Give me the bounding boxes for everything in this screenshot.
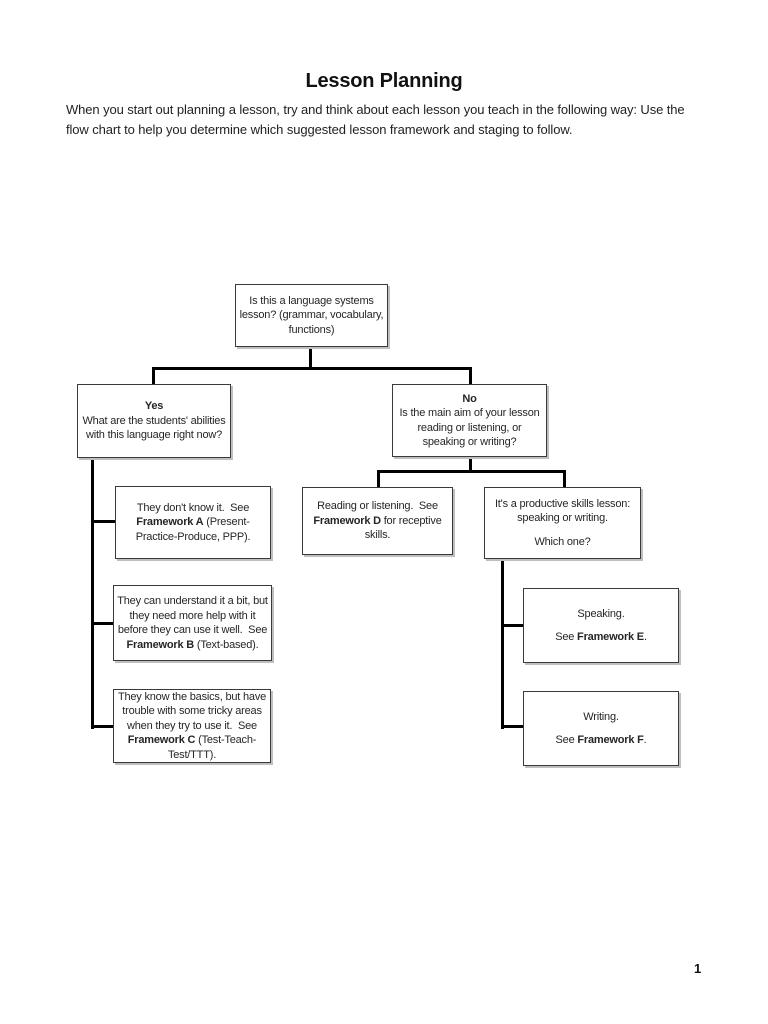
page-title: Lesson Planning: [305, 70, 463, 92]
connector-line: [93, 520, 115, 523]
flow-box-writing-line1: Writing.: [583, 710, 619, 723]
flow-box-framework-c-text: They know the basics, but have trouble w…: [117, 690, 267, 761]
flow-box-framework-a: They don't know it. See Framework A (Pre…: [115, 486, 271, 559]
flow-box-productive-line2: Which one?: [534, 535, 591, 548]
flow-box-start: Is this a language systems lesson? (gram…: [235, 284, 388, 347]
flow-box-no-text: Is the main aim of your lesson reading o…: [399, 407, 540, 448]
connector-line: [469, 456, 472, 473]
flow-box-writing: Writing. See Framework F.: [523, 691, 679, 766]
flow-box-framework-c: They know the basics, but have trouble w…: [113, 689, 271, 763]
flow-box-writing-line2: See Framework F.: [555, 734, 647, 746]
connector-line: [93, 622, 115, 625]
connector-line: [501, 558, 504, 729]
connector-line: [152, 367, 155, 385]
flow-box-speaking-line2: See Framework E.: [555, 631, 647, 643]
flow-box-no: No Is the main aim of your lesson readin…: [392, 384, 547, 457]
connector-line: [503, 725, 523, 728]
flow-box-speaking-line1: Speaking.: [577, 607, 625, 620]
connector-line: [152, 367, 472, 370]
flow-box-yes-text: What are the students' abilities with th…: [82, 414, 226, 442]
flow-box-yes: Yes What are the students' abilities wit…: [77, 384, 231, 458]
flow-box-productive-line1: It's a productive skills lesson: speakin…: [494, 497, 631, 525]
connector-line: [563, 470, 566, 487]
flow-box-speaking: Speaking. See Framework E.: [523, 588, 679, 663]
flow-box-start-text: Is this a language systems lesson? (gram…: [239, 294, 384, 336]
connector-line: [309, 347, 312, 370]
connector-line: [503, 624, 523, 627]
connector-line: [91, 457, 94, 729]
connector-line: [469, 367, 472, 385]
connector-line: [93, 725, 115, 728]
connector-line: [377, 470, 566, 473]
flow-box-productive: It's a productive skills lesson: speakin…: [484, 487, 641, 559]
flow-box-framework-d-text: Reading or listening. See Framework D fo…: [313, 500, 442, 542]
flow-box-framework-a-text: They don't know it. See Framework A (Pre…: [135, 501, 251, 543]
intro-paragraph: When you start out planning a lesson, tr…: [66, 102, 685, 137]
flow-box-framework-b: They can understand it a bit, but they n…: [113, 585, 272, 661]
page-number: 1: [694, 961, 702, 976]
flow-box-yes-heading: Yes: [144, 400, 164, 413]
flow-box-no-heading: No: [462, 392, 477, 405]
flow-box-framework-d: Reading or listening. See Framework D fo…: [302, 487, 453, 555]
flow-box-framework-b-text: They can understand it a bit, but they n…: [117, 595, 268, 651]
connector-line: [377, 470, 380, 487]
